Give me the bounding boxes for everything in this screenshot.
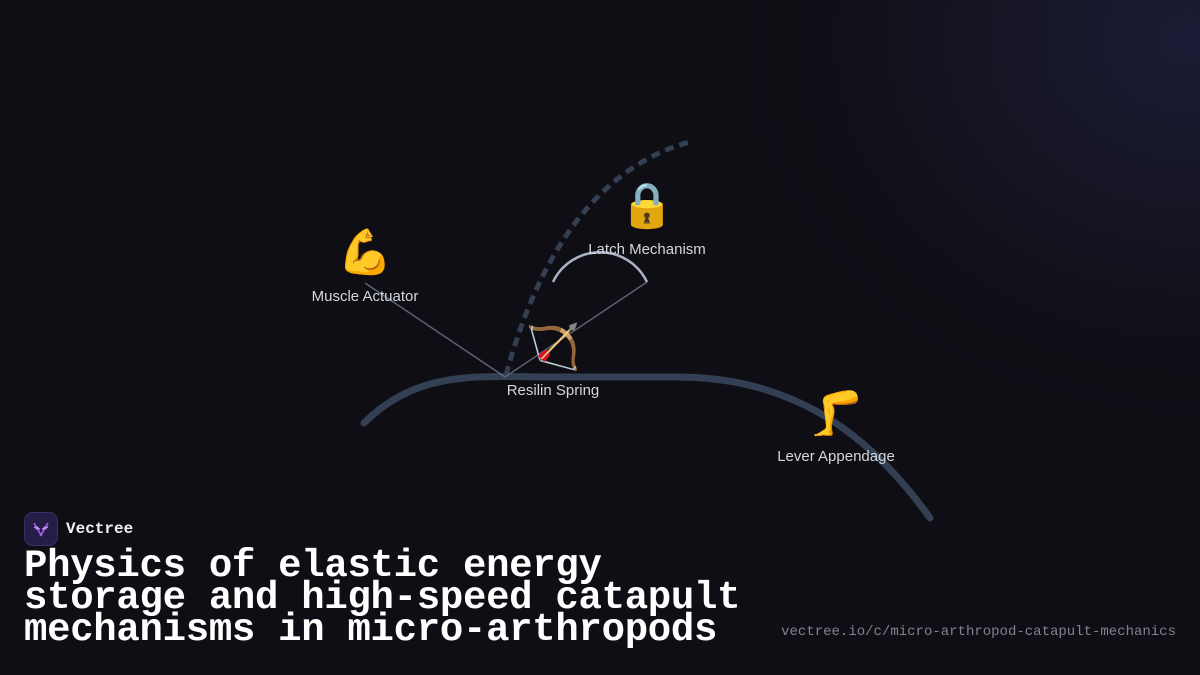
latch-mechanism-label: Latch Mechanism <box>588 241 706 258</box>
body-curve <box>360 372 934 522</box>
node-muscle-actuator: 💪 Muscle Actuator <box>312 227 419 305</box>
muscle-actuator-label: Muscle Actuator <box>312 288 419 305</box>
vectree-logo-icon <box>24 512 58 546</box>
vectree-logo-mark <box>33 522 49 537</box>
brand-name: Vectree <box>66 520 134 538</box>
node-latch-mechanism: 🔒 Latch Mechanism <box>588 180 706 258</box>
bow-and-arrow-icon: 🏹 <box>526 322 581 373</box>
launch-trajectory <box>503 138 694 376</box>
connector-latch <box>504 281 648 378</box>
flexed-bicep-icon: 💪 <box>338 227 393 278</box>
connector-muscle <box>364 282 506 378</box>
node-lever-appendage: 🦵 Lever Appendage <box>777 388 895 465</box>
resilin-spring-label: Resilin Spring <box>507 382 600 399</box>
latch-arc <box>551 251 649 283</box>
leg-icon: 🦵 <box>809 388 864 439</box>
brand: Vectree <box>24 512 133 546</box>
lock-icon: 🔒 <box>620 180 675 231</box>
node-resilin-spring: 🏹 Resilin Spring <box>507 322 600 399</box>
lever-appendage-label: Lever Appendage <box>777 448 895 465</box>
page-title: Physics of elastic energy storage and hi… <box>24 544 741 652</box>
source-url: vectree.io/c/micro-arthropod-catapult-me… <box>781 624 1176 640</box>
